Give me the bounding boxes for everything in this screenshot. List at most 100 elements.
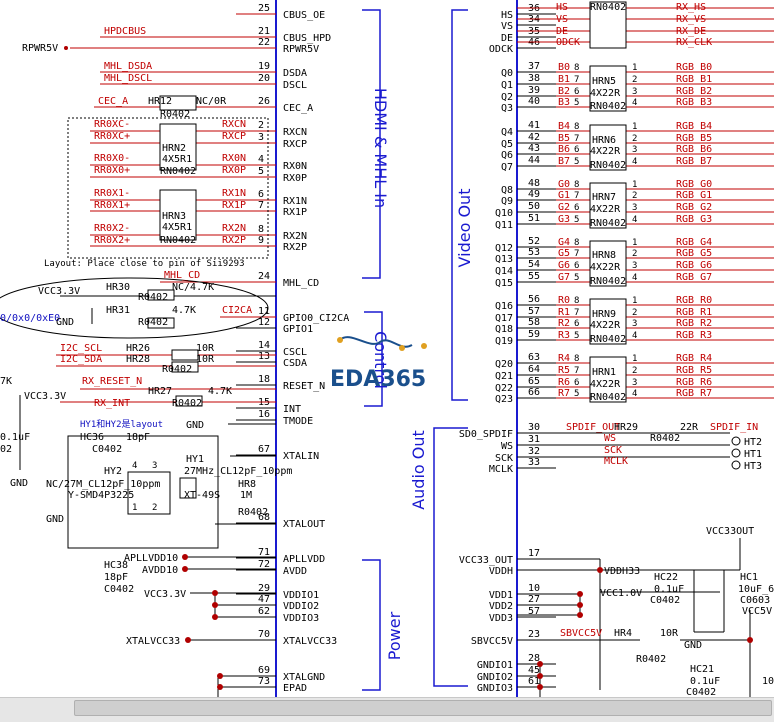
right-pin-name: Q19	[495, 336, 513, 347]
net-xtalvcc33: XTALVCC33	[126, 636, 180, 647]
right-pin-number: 42	[528, 132, 540, 143]
label-hrn3-pkg: RN0402	[160, 235, 196, 246]
array-pin-right: 3	[632, 145, 637, 155]
right-pin-number: 64	[528, 364, 540, 375]
left-markers	[64, 46, 223, 690]
section-label-hdmi: HDMI & MHL In	[371, 88, 390, 208]
right-pin-name: Q1	[501, 80, 513, 91]
label-gnd-r: GND	[684, 640, 702, 651]
right-pin-name: Q17	[495, 313, 513, 324]
rgb-bus-label: G6	[558, 260, 570, 271]
left-wires	[56, 13, 276, 403]
label-hy2: HY2	[104, 466, 122, 477]
label-18pf-a: 18pF	[126, 432, 150, 443]
array-pin-right: 3	[632, 203, 637, 213]
left-pin-name: XTALVCC33	[283, 636, 337, 647]
label-7k: 7K	[0, 376, 12, 387]
array-pin-left: 8	[574, 354, 579, 364]
rgb-bus-label: R6	[558, 377, 570, 388]
net-spdif-out: SPDIF_OUT	[566, 422, 620, 433]
right-pin-name: Q10	[495, 208, 513, 219]
label-10r-hr4: 10R	[660, 628, 679, 639]
label-smd: Y-SMD4P3225	[68, 490, 134, 501]
array-pin-left: 7	[574, 308, 579, 318]
label-hy1: HY1	[186, 454, 204, 465]
array-pin-left: 5	[574, 331, 579, 341]
left-pin-name: TMODE	[283, 416, 313, 427]
net-rpwr5v: RPWR5V	[22, 43, 58, 54]
left-pin-name: CSCL	[283, 347, 307, 358]
left-pin-name: CBUS_HPD	[283, 33, 331, 44]
ht-testpoints	[731, 436, 741, 470]
left-pin-name: VDDIO3	[283, 613, 319, 624]
net-vcc33-b: VCC3.3V	[24, 391, 66, 402]
rgb-bus-label: R0	[558, 295, 570, 306]
net-rx-reset: RX_RESET_N	[82, 376, 142, 387]
array-pin-right: 2	[632, 249, 637, 259]
array-package: RN0402	[590, 276, 626, 287]
section-label-video: Video Out	[455, 189, 474, 268]
rgb-bus-label: B1	[558, 74, 570, 85]
array-pin-right: 4	[632, 98, 637, 108]
right-pin-name: Q0	[501, 68, 513, 79]
array-pin-left: 8	[574, 122, 579, 132]
net-vcc33-a: VCC3.3V	[38, 286, 80, 297]
label-gnd-c: GND	[10, 478, 28, 489]
label-hrn2: HRN2	[162, 143, 186, 154]
array-value: 4X22R	[590, 320, 621, 331]
rgb-bus-label: G1	[558, 190, 570, 201]
rgb-out-label: RGB_R5	[676, 365, 712, 376]
array-pin-right: 2	[632, 308, 637, 318]
right-pin-name: Q6	[501, 150, 513, 161]
right-pin-number: 31	[528, 434, 540, 445]
rgb-out-label: RGB_R2	[676, 318, 712, 329]
left-pin-name: RX2N	[283, 231, 307, 242]
bus-de: DE	[556, 26, 568, 37]
rgb-out-label: RGB_G6	[676, 260, 712, 271]
scrollbar-thumb[interactable]	[74, 700, 772, 716]
right-pin-name: VCC33_OUT	[459, 555, 513, 566]
rgb-out-label: RGB_B3	[676, 97, 712, 108]
right-pin-number: 45	[528, 665, 540, 676]
array-pin-left: 7	[574, 75, 579, 85]
rgb-out-label: RGB_G7	[676, 272, 712, 283]
bus-hs: HS	[556, 2, 568, 13]
net-rx2-p: RR0X2+	[94, 235, 130, 246]
right-pin-name: MCLK	[489, 464, 513, 475]
left-pin-number: 29	[258, 583, 270, 594]
right-pin-number: 10	[528, 583, 540, 594]
left-pin-number: 18	[258, 374, 270, 385]
net-rx-de: RX_DE	[676, 26, 706, 37]
section-dividers	[362, 9, 468, 691]
net-rx1-p: RR0X1+	[94, 200, 130, 211]
right-pin-name: Q11	[495, 220, 513, 231]
right-pin-name: Q20	[495, 359, 513, 370]
net-sbvcc5v: SBVCC5V	[560, 628, 602, 639]
left-pin-name: CSDA	[283, 358, 307, 369]
right-pin-name: DE	[501, 33, 513, 44]
array-ref: HRN1	[592, 367, 616, 378]
right-pin-name: VS	[501, 21, 513, 32]
left-pin-number: 26	[258, 96, 270, 107]
net-rx1n-chip: RX1N	[222, 188, 246, 199]
label-xt49s: XT-49S	[184, 490, 220, 501]
left-pin-name: VDDIO1	[283, 590, 319, 601]
label-hc1: HC1	[740, 572, 758, 583]
rgb-wires	[556, 71, 774, 399]
rgb-out-label: RGB_R3	[676, 330, 712, 341]
left-pin-number: 47	[258, 594, 270, 605]
right-pin-name: VDDH	[489, 566, 513, 577]
rgb-out-label: RGB_R0	[676, 295, 712, 306]
array-pin-right: 4	[632, 389, 637, 399]
section-label-control: Control	[371, 331, 390, 389]
label-hrn3: HRN3	[162, 211, 186, 222]
right-pin-number: 57	[528, 306, 540, 317]
left-pin-name: DSCL	[283, 80, 307, 91]
left-pin-number: 73	[258, 676, 270, 687]
net-mhl-dsda: MHL_DSDA	[104, 61, 152, 72]
right-pin-number: 55	[528, 271, 540, 282]
array-pin-left: 8	[574, 180, 579, 190]
right-pin-name: SCK	[495, 453, 513, 464]
left-pin-number: 71	[258, 547, 270, 558]
